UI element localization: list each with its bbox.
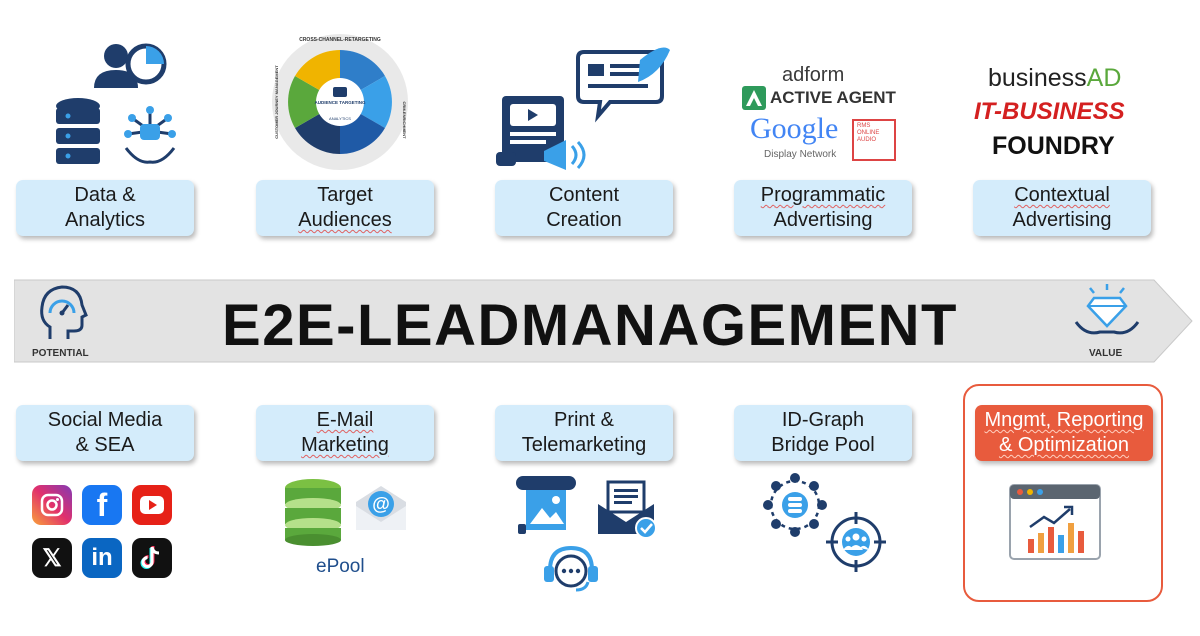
data-analytics-line2: Analytics <box>64 209 146 231</box>
wheel-ring-right-label: CRM-ENRICHMENT <box>402 101 407 139</box>
foundry-logo: FOUNDRY <box>992 132 1115 160</box>
mngmt-reporting-box: Mngmt, Reporting & Optimization <box>975 405 1153 461</box>
wheel-center-bottom-label: ANALYTICS <box>329 116 351 121</box>
email-envelope-icon: @ <box>356 486 406 530</box>
content-creation-line2: Creation <box>546 209 622 231</box>
contextual-advertising-line1: Contextual <box>1014 184 1110 206</box>
content-creation-line1: Content <box>548 184 620 206</box>
leadmanagement-arrow-banner <box>14 279 1193 363</box>
target-audiences-line2: Audiences <box>298 209 392 231</box>
id-graph-bridge-pool-box: ID-Graph Bridge Pool <box>734 405 912 461</box>
audience-targeting-wheel: AUDIENCE TARGETING ANALYTICS CROSS-CHANN… <box>272 34 408 170</box>
network-database-icon <box>763 473 827 537</box>
svg-text:@: @ <box>372 494 390 514</box>
newsletter-envelope-check-icon <box>598 480 657 539</box>
wheel-ring-left-label: CUSTOMER JOURNEY MANAGEMENT <box>274 65 279 139</box>
google-display-network-text: Display Network <box>764 149 837 160</box>
youtube-icon[interactable] <box>132 485 172 525</box>
data-analytics-line1: Data & <box>74 184 136 206</box>
mngmt-highlight-frame <box>963 384 1163 602</box>
programmatic-advertising-box: Programmatic Advertising <box>734 180 912 236</box>
programmatic-advertising-line2: Advertising <box>773 209 873 231</box>
target-audiences-box: Target Audiences <box>256 180 434 236</box>
data-analytics-box: Data & Analytics <box>16 180 194 236</box>
content-creation-icon <box>496 47 670 170</box>
businessad-logo: businessAD <box>988 64 1121 93</box>
target-audiences-line1: Target <box>317 184 373 206</box>
tiktok-icon[interactable] <box>132 538 172 578</box>
email-marketing-line1: E-Mail <box>316 409 374 431</box>
target-audience-icon <box>826 512 886 572</box>
rms-logo: RMS ONLINE AUDIO <box>852 119 896 161</box>
active-agent-logo: ACTIVE AGENT <box>770 88 896 107</box>
print-roll-icon <box>516 476 576 534</box>
data-analytics-icon <box>56 43 176 164</box>
instagram-icon[interactable] <box>32 485 72 525</box>
it-business-logo: IT-BUSINESS <box>974 98 1125 125</box>
reporting-dashboard-icon <box>1009 484 1101 560</box>
x-icon[interactable]: 𝕏 <box>32 538 72 578</box>
wheel-center-label: AUDIENCE TARGETING <box>315 100 366 105</box>
social-media-sea-box: Social Media & SEA <box>16 405 194 461</box>
email-marketing-line2: Marketing <box>301 434 389 456</box>
contextual-advertising-box: Contextual Advertising <box>973 180 1151 236</box>
businessad-black-text: business <box>988 64 1087 92</box>
call-center-headset-icon <box>544 545 598 592</box>
facebook-icon[interactable]: f <box>82 485 122 525</box>
google-logo: Google <box>750 112 839 145</box>
rms-line-2: ONLINE <box>857 130 880 136</box>
social-media-line1: Social Media <box>47 409 163 431</box>
adform-logo: adform <box>782 64 845 86</box>
id-graph-line1: ID-Graph <box>781 409 865 431</box>
mngmt-reporting-line1: Mngmt, Reporting <box>984 409 1144 431</box>
diamond-hands-icon <box>1074 284 1140 335</box>
potential-caption: POTENTIAL <box>32 348 89 359</box>
email-marketing-box: E-Mail Marketing <box>256 405 434 461</box>
contextual-advertising-line2: Advertising <box>1012 209 1112 231</box>
print-telemarketing-box: Print & Telemarketing <box>495 405 673 461</box>
id-graph-line2: Bridge Pool <box>771 434 875 456</box>
content-creation-box: Content Creation <box>495 180 673 236</box>
active-agent-icon <box>742 86 766 110</box>
green-database-icon <box>285 479 341 546</box>
social-media-line2: & SEA <box>75 434 135 456</box>
rms-line-3: AUDIO <box>857 137 877 143</box>
programmatic-advertising-line1: Programmatic <box>760 184 886 206</box>
wheel-ring-top-label: CROSS-CHANNEL-RETARGETING <box>299 37 381 43</box>
linkedin-icon[interactable]: in <box>82 538 122 578</box>
print-telemarketing-line1: Print & <box>553 409 615 431</box>
value-caption: VALUE <box>1089 348 1123 359</box>
epool-label: ePool <box>316 556 365 577</box>
businessad-green-text: AD <box>1086 64 1122 92</box>
rms-line-1: RMS <box>857 123 871 129</box>
leadmanagement-title: E2E-LEADMANAGEMENT <box>222 293 958 358</box>
print-telemarketing-line2: Telemarketing <box>521 434 647 456</box>
mngmt-reporting-line2: & Optimization <box>998 434 1130 456</box>
head-gauge-icon <box>40 285 88 339</box>
